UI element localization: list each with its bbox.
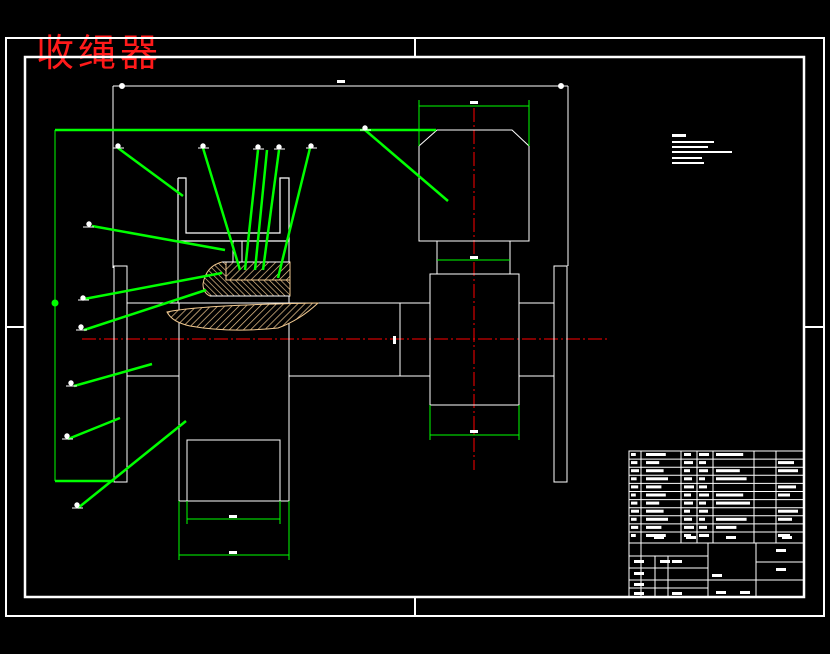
balloon-markers <box>62 125 371 509</box>
title-block <box>628 450 805 598</box>
hatched-section <box>166 261 320 331</box>
dimension-lines <box>51 100 530 560</box>
drawing-title: 收绳器 <box>36 31 163 75</box>
drawing-frame <box>5 37 825 617</box>
technical-notes <box>672 134 732 164</box>
dimension-text-marks <box>229 80 478 554</box>
assembly-outline <box>112 83 569 502</box>
title-block-text-marks <box>631 453 798 595</box>
center-lines <box>82 108 610 470</box>
leader-lines <box>67 129 449 509</box>
